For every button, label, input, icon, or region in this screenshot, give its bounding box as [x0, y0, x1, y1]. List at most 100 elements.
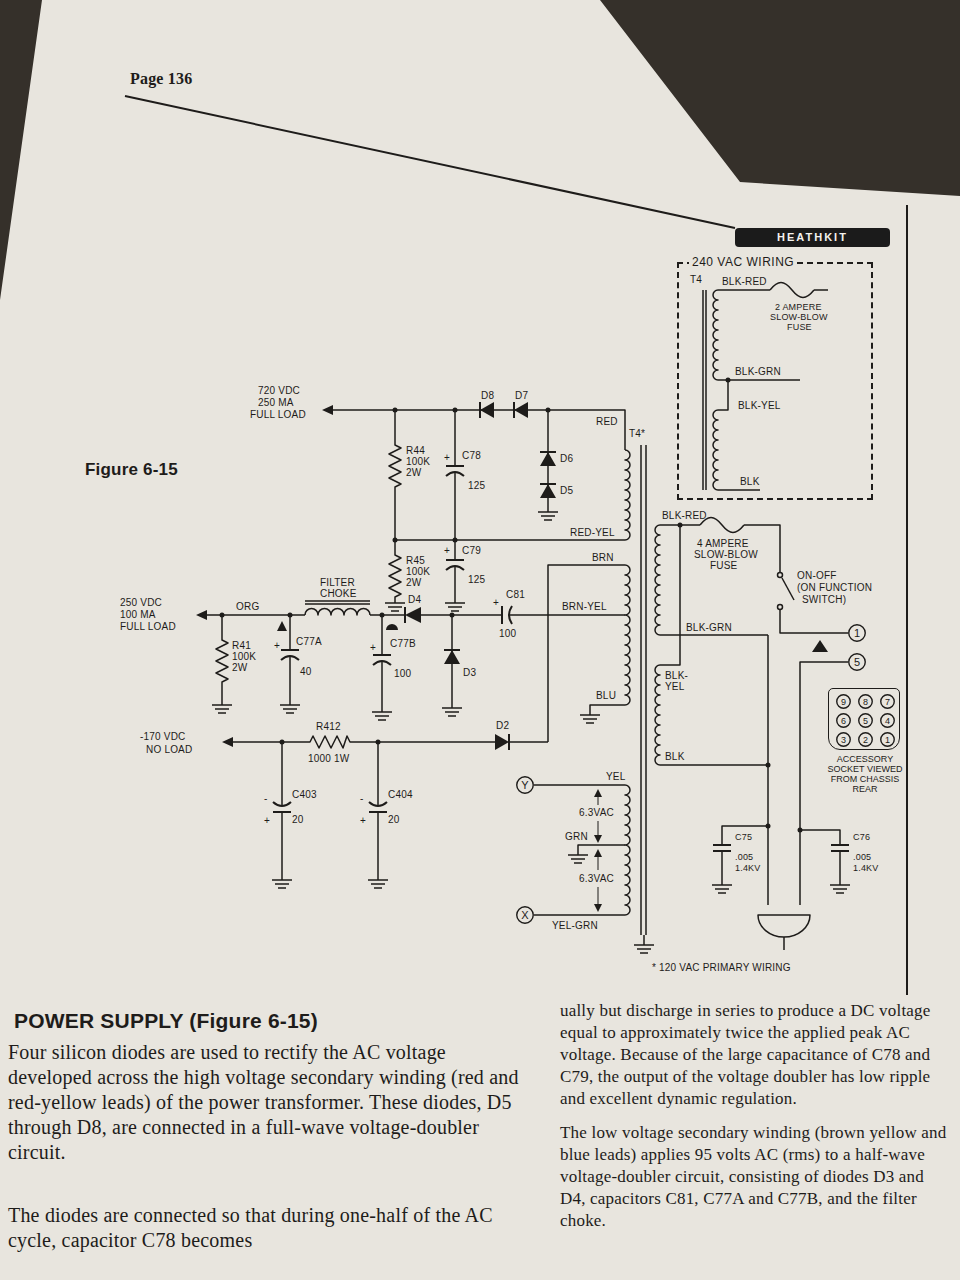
- voltage-label: 6.3VAC: [579, 873, 614, 884]
- wire-color: YEL: [665, 681, 685, 692]
- wire-color: BRN: [592, 552, 614, 563]
- wire-color: BLK-RED: [722, 276, 767, 287]
- part-label: C77B: [390, 638, 416, 649]
- part-label: T4: [690, 274, 702, 285]
- part-label: D3: [463, 667, 476, 678]
- page-number: Page 136: [130, 70, 192, 88]
- inset-title: 240 VAC WIRING: [689, 255, 797, 270]
- socket-pin: 3: [836, 732, 851, 747]
- capacitor-symbol: [273, 466, 849, 851]
- junction-dot: [393, 538, 398, 543]
- header-rule: [125, 96, 735, 228]
- part-label: C79: [462, 545, 481, 556]
- terminal-number: 1: [854, 627, 860, 639]
- polarity-mark: +: [264, 815, 270, 826]
- junction-dot: [546, 408, 551, 413]
- voltage-label: 720 VDC: [258, 385, 300, 396]
- diode-symbol: [405, 402, 556, 750]
- switch-blade: [782, 578, 794, 600]
- value-label: 20: [388, 814, 400, 825]
- voltage-label: -170 VDC: [140, 731, 186, 742]
- junction-dot: [726, 378, 731, 383]
- wire-color: BLK-GRN: [735, 366, 781, 377]
- figure-label: Figure 6-15: [85, 460, 178, 480]
- part-label: FUSE: [710, 560, 737, 571]
- part-label: D5: [560, 485, 573, 496]
- junction-dot: [393, 408, 398, 413]
- value-label: 100K: [406, 566, 430, 577]
- circle-outline: [849, 625, 866, 642]
- part-label: D6: [560, 453, 573, 464]
- part-label: T4*: [629, 428, 645, 439]
- value-label: 1.4KV: [853, 863, 879, 873]
- junction-dot: [220, 613, 225, 618]
- pin-number: 5: [863, 716, 868, 726]
- body-text: The low voltage secondary winding (brown…: [560, 1122, 952, 1232]
- wire-color: RED-YEL: [570, 527, 615, 538]
- part-label: C78: [462, 450, 481, 461]
- polarity-mark: +: [274, 640, 280, 651]
- value-label: 2W: [406, 577, 421, 588]
- terminal-circle: 1: [848, 624, 866, 642]
- choke-symbol: [305, 601, 370, 615]
- junction-dot: [766, 824, 771, 829]
- load-note: NO LOAD: [146, 744, 192, 755]
- circle-outline: [837, 695, 851, 709]
- socket-pin: 9: [836, 694, 851, 709]
- terminal-letter: Y: [521, 779, 528, 791]
- value-label: 125: [468, 480, 485, 491]
- part-label: R44: [406, 445, 425, 456]
- body-text: ually but discharge in series to produce…: [560, 1000, 952, 1110]
- body-text: Four silicon diodes are used to rectify …: [8, 1040, 523, 1165]
- value-label: 1000 1W: [308, 753, 349, 764]
- transformer-symbol: [625, 445, 660, 935]
- part-label: C403: [292, 789, 317, 800]
- schematic-lines: [125, 96, 907, 995]
- junction-dot: [280, 740, 285, 745]
- value-label: 40: [300, 666, 312, 677]
- wiring-inset-box: 240 VAC WIRING: [677, 262, 873, 500]
- plug-symbol: [758, 915, 810, 937]
- accessory-socket: ACCESSORY SOCKET VIEWED FROM CHASSIS REA…: [828, 688, 900, 750]
- part-label: C77A: [296, 636, 322, 647]
- junction-dot: [380, 613, 385, 618]
- marker-symbol: [277, 621, 828, 652]
- circle-outline: [517, 777, 534, 794]
- terminal-number: 5: [854, 656, 860, 668]
- part-label: C76: [853, 832, 870, 842]
- pin-number: 4: [885, 716, 890, 726]
- part-label: D8: [481, 390, 494, 401]
- value-label: .005: [853, 852, 871, 862]
- value-label: 2W: [232, 662, 247, 673]
- socket-pin: 5: [858, 713, 873, 728]
- pin-number: 9: [841, 697, 846, 707]
- wire-color: BRN-YEL: [562, 601, 607, 612]
- arrowhead: [196, 405, 602, 912]
- value-label: 100: [394, 668, 411, 679]
- wire-color: RED: [596, 416, 618, 427]
- socket-pin: 1: [880, 732, 895, 747]
- logo-text: HEATHKIT: [777, 231, 848, 244]
- polarity-mark: +: [444, 545, 450, 556]
- circle-outline: [837, 714, 851, 728]
- pin-number: 8: [863, 697, 868, 707]
- current-label: 100 MA: [120, 609, 156, 620]
- circle-outline: [517, 907, 534, 924]
- value-label: 100: [499, 628, 516, 639]
- junction-dot: [453, 538, 458, 543]
- part-label: C404: [388, 789, 413, 800]
- value-label: 2W: [406, 467, 421, 478]
- part-label: R41: [232, 640, 251, 651]
- junction-dot: [453, 408, 458, 413]
- part-label: (ON FUNCTION: [797, 582, 872, 593]
- photo-background: [0, 0, 960, 300]
- junction-dot: [678, 523, 683, 528]
- polarity-mark: +: [444, 452, 450, 463]
- body-text: The diodes are connected so that during …: [8, 1203, 523, 1253]
- part-label: R45: [406, 555, 425, 566]
- brand-logo: HEATHKIT: [735, 228, 890, 247]
- junction-dot: [376, 740, 381, 745]
- load-note: FULL LOAD: [250, 409, 306, 420]
- pin-number: 6: [841, 716, 846, 726]
- ground-symbol: [212, 512, 850, 953]
